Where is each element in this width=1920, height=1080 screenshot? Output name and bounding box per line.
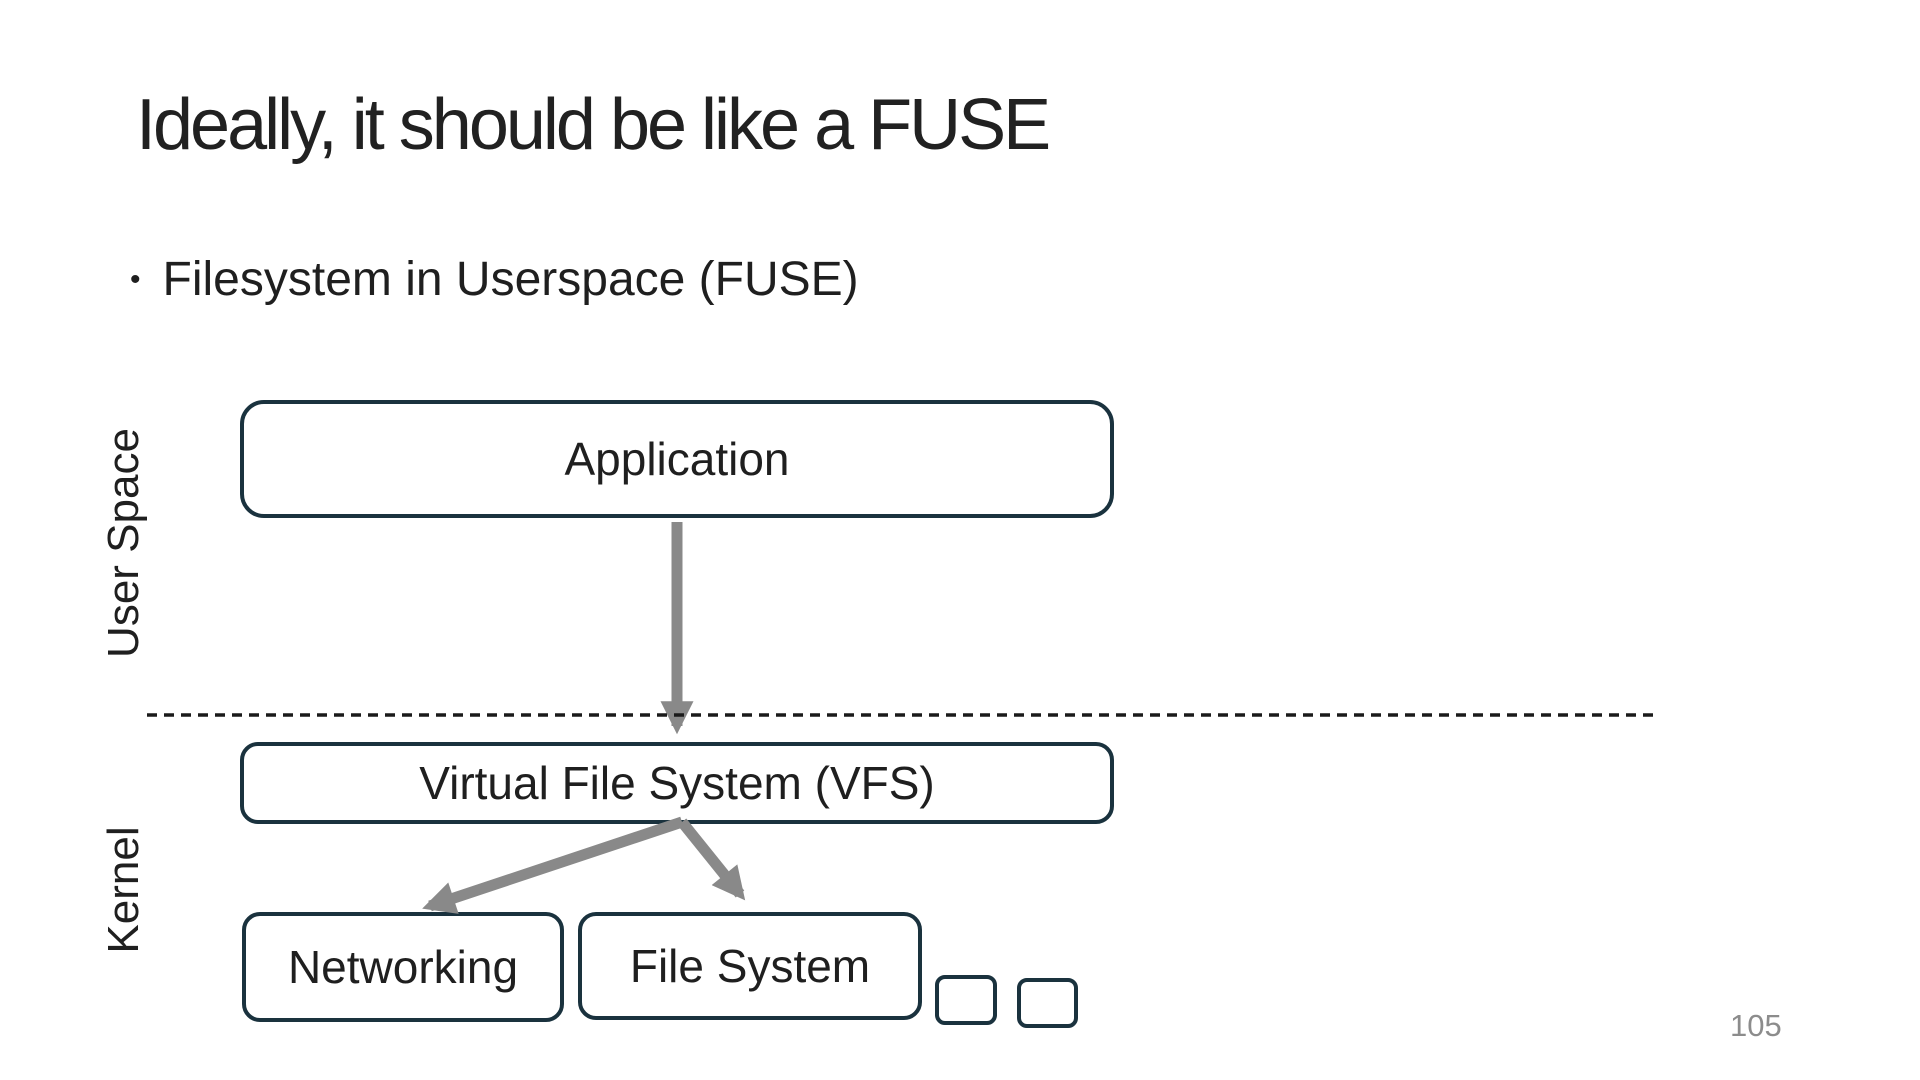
slide-title: Ideally, it should be like a FUSE <box>136 85 1051 165</box>
bullet-text: Filesystem in Userspace (FUSE) <box>162 253 859 306</box>
bullet-item: • Filesystem in Userspace (FUSE) <box>130 252 859 307</box>
application-box: Application <box>240 400 1114 518</box>
networking-box: Networking <box>242 912 564 1022</box>
kernel-label: Kernel <box>99 826 148 954</box>
small-box-1 <box>935 975 997 1025</box>
bullet-marker: • <box>130 262 141 296</box>
page-number: 105 <box>1730 1008 1782 1043</box>
vfs-box: Virtual File System (VFS) <box>240 742 1114 824</box>
file-system-box: File System <box>578 912 922 1020</box>
user-space-label: User Space <box>99 428 148 658</box>
vfs-to-file-system-arrow <box>677 818 746 901</box>
vfs-to-networking-arrow <box>422 816 684 914</box>
small-box-2 <box>1017 978 1078 1028</box>
